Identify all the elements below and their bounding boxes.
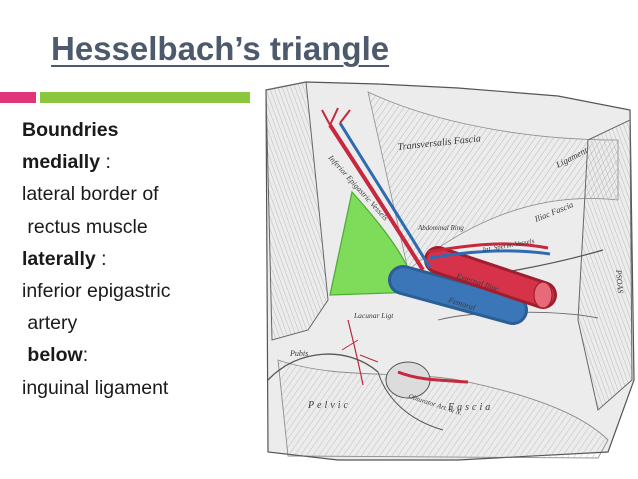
obturator-vessels xyxy=(397,370,469,384)
lateral-boundary-2: artery xyxy=(22,312,78,335)
text-line: inferior epigastric xyxy=(22,275,237,307)
text-line: medially : xyxy=(22,146,237,178)
spermatic-vessels xyxy=(427,242,549,254)
label-psoas: PSOAS xyxy=(614,268,625,293)
psoas-muscle xyxy=(577,119,633,411)
accent-bar-pink xyxy=(0,92,36,103)
medial-boundary-1: lateral border of xyxy=(22,183,159,206)
boundaries-text: Boundries medially : lateral border of r… xyxy=(22,114,237,404)
label-abdominal: Abdominal Ring xyxy=(417,224,464,232)
accent-bar-green xyxy=(40,92,250,103)
label-pubis: Pubis xyxy=(289,349,308,358)
text-line: below: xyxy=(22,339,237,371)
text-line: lateral border of xyxy=(22,178,237,210)
lateral-boundary-1: inferior epigastric xyxy=(22,279,171,302)
text-line: inguinal ligament xyxy=(22,372,237,404)
label-lacunar: Lacunar Ligt xyxy=(353,311,394,320)
colon: : xyxy=(95,247,107,270)
text-line: laterally : xyxy=(22,243,237,275)
colon: : xyxy=(82,344,89,367)
heading-boundaries: Boundries xyxy=(22,119,119,141)
inferior-epigastric-artery xyxy=(328,123,425,272)
label-below: below xyxy=(27,344,83,367)
rectus-muscle xyxy=(265,81,329,341)
anatomy-drawing: Transversalis Fascia Ligament Inferior E… xyxy=(265,81,635,461)
text-line: rectus muscle xyxy=(22,211,237,243)
medial-boundary-2: rectus muscle xyxy=(22,215,148,238)
label-medially: medially xyxy=(22,151,101,174)
label-pelvic: Pelvic xyxy=(307,400,351,411)
label-fascia: Fascia xyxy=(447,402,493,413)
text-line: artery xyxy=(22,307,237,339)
label-laterally: laterally xyxy=(22,247,96,270)
text-line: Boundries xyxy=(22,114,237,146)
slide-title: Hesselbach’s triangle xyxy=(51,30,390,67)
anatomy-illustration: Transversalis Fascia Ligament Inferior E… xyxy=(258,80,638,462)
colon: : xyxy=(100,151,111,174)
inferior-boundary: inguinal ligament xyxy=(22,376,169,399)
